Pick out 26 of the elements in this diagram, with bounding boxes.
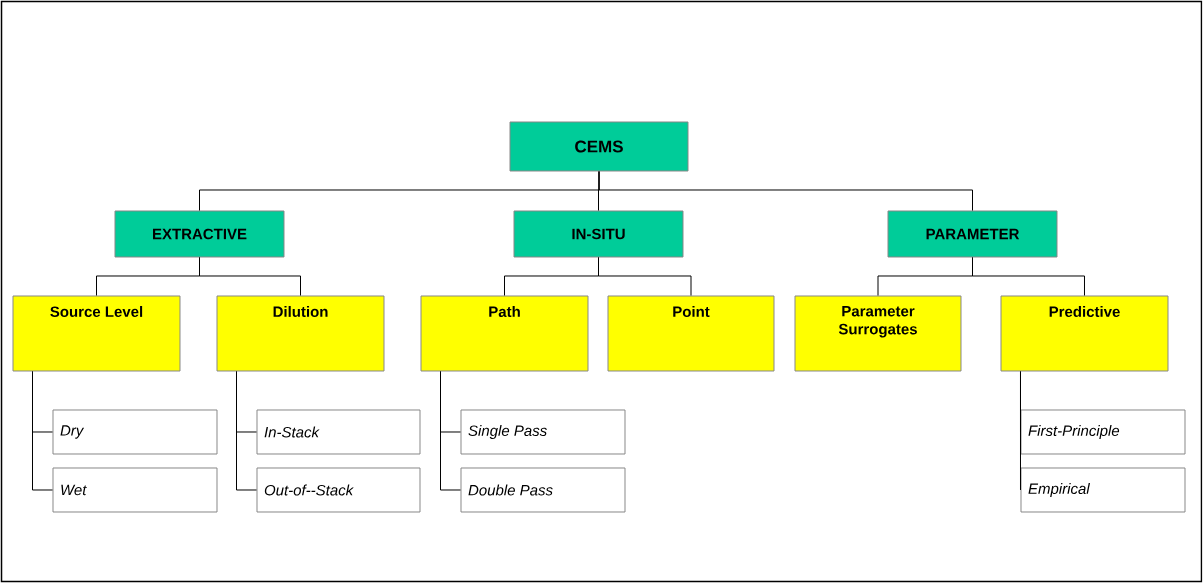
connector-line [236, 371, 257, 491]
root-box: CEMS [509, 121, 689, 172]
connector-line [972, 257, 1085, 296]
connector-line [440, 371, 461, 491]
category-box: IN-SITU [513, 210, 684, 258]
type-box: Out-of--Stack [256, 467, 421, 513]
type-box: Dry [52, 409, 218, 455]
method-box: Source Level [12, 295, 181, 372]
connector-line [199, 257, 301, 296]
method-box: Predictive [1000, 295, 1169, 372]
method-box: Point [607, 295, 775, 372]
type-box: Single Pass [460, 409, 626, 455]
connector-line [598, 257, 692, 296]
type-box: Double Pass [460, 467, 626, 513]
connector-line [598, 171, 973, 211]
method-box: Path [420, 295, 589, 372]
connector-line [32, 371, 53, 491]
method-box: Parameter Surrogates [794, 295, 962, 372]
method-box: Dilution [216, 295, 385, 372]
type-box: Empirical [1020, 467, 1186, 513]
type-box: First-Principle [1020, 409, 1186, 455]
type-box: In-Stack [256, 409, 421, 455]
type-box: Wet [52, 467, 218, 513]
category-box: PARAMETER [887, 210, 1058, 258]
connector-line [1020, 371, 1021, 491]
category-box: EXTRACTIVE [114, 210, 285, 258]
